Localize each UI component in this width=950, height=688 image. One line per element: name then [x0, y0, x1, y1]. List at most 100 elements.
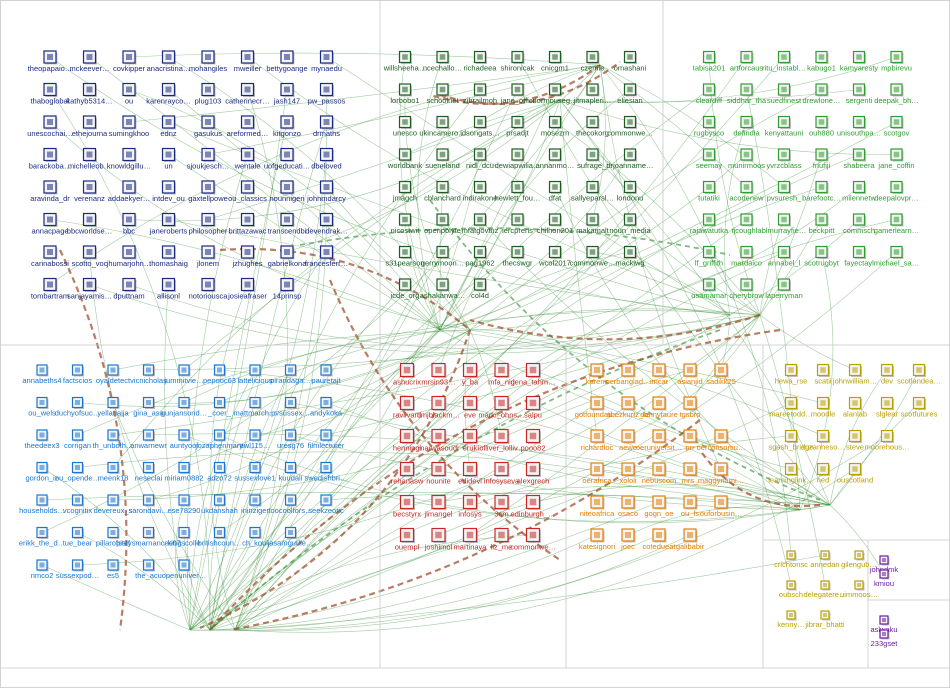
node-g6[interactable]: asianjid	[677, 364, 702, 386]
node-g1[interactable]: janeroberts	[149, 214, 188, 236]
node-g7[interactable]: suzanneso…	[801, 431, 845, 452]
node-g7[interactable]: moorehous…	[864, 431, 909, 452]
node-g1[interactable]: theopapaio…	[28, 51, 73, 73]
node-g3[interactable]: sergenti	[846, 84, 873, 105]
node-g5[interactable]: infosys	[458, 496, 482, 519]
node-g7[interactable]: mareetodd…	[769, 398, 812, 419]
node-g7[interactable]: dev	[881, 365, 894, 386]
node-g5[interactable]: henningi	[393, 430, 422, 453]
node-g6[interactable]: niteoafrica	[580, 496, 615, 518]
node-g4[interactable]: factscios	[63, 365, 92, 385]
node-g4[interactable]: households…	[19, 495, 65, 515]
node-g1[interactable]: kitgonzo	[273, 116, 301, 138]
node-g3[interactable]: drewlone…	[803, 84, 841, 105]
node-g3[interactable]: lf_griffith	[695, 247, 723, 268]
node-g7[interactable]: hewa_rse	[775, 365, 808, 386]
node-g1[interactable]: areformed…	[227, 116, 269, 138]
node-g5[interactable]: pooo82	[520, 430, 545, 453]
node-g4[interactable]: duchyofsuc…	[55, 398, 100, 418]
node-g1[interactable]: tombartram	[31, 279, 69, 301]
node-g1[interactable]: drmaths	[313, 116, 340, 138]
node-g6[interactable]: xololi	[619, 463, 636, 485]
node-g3[interactable]: cherybrow	[729, 279, 764, 300]
node-g2[interactable]: willsheeha…	[383, 52, 427, 73]
node-g3[interactable]: commsch	[843, 214, 875, 235]
node-g3[interactable]: unisouthpa…	[837, 117, 881, 138]
node-g2[interactable]: s31pearson	[385, 247, 424, 268]
node-g6[interactable]: gogn_oe	[644, 496, 673, 518]
node-g3[interactable]: rugbysco	[694, 117, 724, 138]
node-g3[interactable]: fnufiji	[813, 149, 831, 170]
node-g2[interactable]: lorbobo1	[390, 84, 419, 105]
node-g2[interactable]: annanmo…	[536, 149, 575, 170]
node-g3[interactable]: milennetw	[842, 182, 876, 203]
node-g3[interactable]: fayectayl	[844, 247, 874, 268]
node-g1[interactable]: addaekyer…	[108, 181, 151, 203]
node-g5[interactable]: ouempl	[395, 529, 420, 552]
node-g6[interactable]: mrs_	[682, 463, 699, 485]
node-g1[interactable]: josieafraser	[227, 279, 267, 301]
node-g3[interactable]: artforcaus	[730, 52, 764, 73]
node-g4[interactable]: corrigan	[64, 430, 91, 450]
node-g6[interactable]: joec	[620, 529, 635, 551]
node-g6[interactable]: prr	[684, 430, 698, 452]
node-g1[interactable]: thaboglobal	[31, 84, 70, 106]
node-g7[interactable]: slglear	[876, 398, 899, 419]
node-g1[interactable]: aravinda_dr	[30, 181, 70, 203]
node-g2[interactable]: idsongats…	[460, 117, 500, 138]
node-g4[interactable]: kingscolle	[168, 528, 201, 548]
node-g1[interactable]: catherinecr…	[225, 84, 270, 106]
node-g1[interactable]: bbc	[123, 214, 137, 236]
node-g8[interactable]: crichtonsc	[774, 551, 808, 569]
node-g5[interactable]: 3cm	[494, 496, 509, 519]
node-g1[interactable]: unescochai…	[27, 116, 72, 138]
node-g6[interactable]: galibabir	[676, 529, 705, 551]
node-g3[interactable]: tabisa201	[693, 52, 726, 73]
node-g2[interactable]: zibrailmoh	[463, 84, 497, 105]
node-g1[interactable]: mckeever…	[69, 51, 109, 73]
node-g1[interactable]: dputtnam	[113, 279, 144, 301]
node-g3[interactable]: beckpitt	[809, 214, 836, 235]
node-g5[interactable]: y_ba	[462, 364, 479, 387]
node-g1[interactable]: notoriousca	[189, 279, 229, 301]
node-g1[interactable]: uofgeducati…	[264, 149, 310, 171]
node-g3[interactable]: tutatiki	[698, 182, 720, 203]
node-g2[interactable]: indirakone	[463, 182, 498, 203]
node-g6[interactable]: ou_fs	[681, 496, 700, 518]
node-g1[interactable]: francesferr…	[305, 246, 348, 268]
node-g8[interactable]: annedan	[810, 551, 839, 569]
node-g6[interactable]: imcar	[650, 364, 669, 386]
node-g2[interactable]: thecswgr	[502, 247, 533, 268]
node-g1[interactable]: plug103	[195, 84, 222, 106]
node-g4[interactable]: ch_koul	[242, 528, 268, 548]
node-g4[interactable]: kuudali	[279, 463, 303, 483]
node-g4[interactable]: the_acu	[135, 560, 162, 580]
node-g2[interactable]: noun_media	[609, 214, 651, 235]
node-g4[interactable]: tue_bear	[63, 528, 93, 548]
node-g4[interactable]: gunjansond…	[161, 398, 207, 418]
node-g3[interactable]: deepalovpr…	[874, 182, 919, 203]
node-g1[interactable]: nounnigeri	[269, 181, 304, 203]
node-g1[interactable]: gaxtellpowe	[188, 181, 228, 203]
node-g6[interactable]: osaco	[618, 496, 638, 518]
node-g3[interactable]: osamamar	[691, 279, 727, 300]
node-g5[interactable]: mrsin93…	[421, 364, 455, 387]
node-g2[interactable]: cblanchard	[424, 182, 461, 203]
node-g6[interactable]: richardloc	[581, 430, 614, 452]
node-g3[interactable]: siddhar_tha	[727, 84, 767, 105]
node-g2[interactable]: dewiapwilia…	[495, 149, 541, 170]
node-g4[interactable]: ininziger	[241, 495, 269, 515]
node-g4[interactable]: pepooc63	[203, 365, 236, 385]
node-g3[interactable]: kabugo1	[807, 52, 836, 73]
node-g2[interactable]: makamalt	[576, 214, 609, 235]
node-g1[interactable]: covkipper	[113, 51, 146, 73]
node-g5[interactable]: eve	[464, 397, 479, 420]
node-g3[interactable]: suedfinest	[767, 84, 802, 105]
node-g4[interactable]: sarondavi…	[128, 495, 168, 515]
node-g2[interactable]: jane_offici	[500, 84, 535, 105]
node-g2[interactable]: dormouseg…	[532, 84, 577, 105]
node-g5[interactable]: eruk	[463, 430, 478, 453]
node-g3[interactable]: ouh880	[809, 117, 834, 138]
node-g1[interactable]: johnmdarcy	[306, 181, 346, 203]
node-g7[interactable]: ouscotland	[837, 464, 873, 485]
